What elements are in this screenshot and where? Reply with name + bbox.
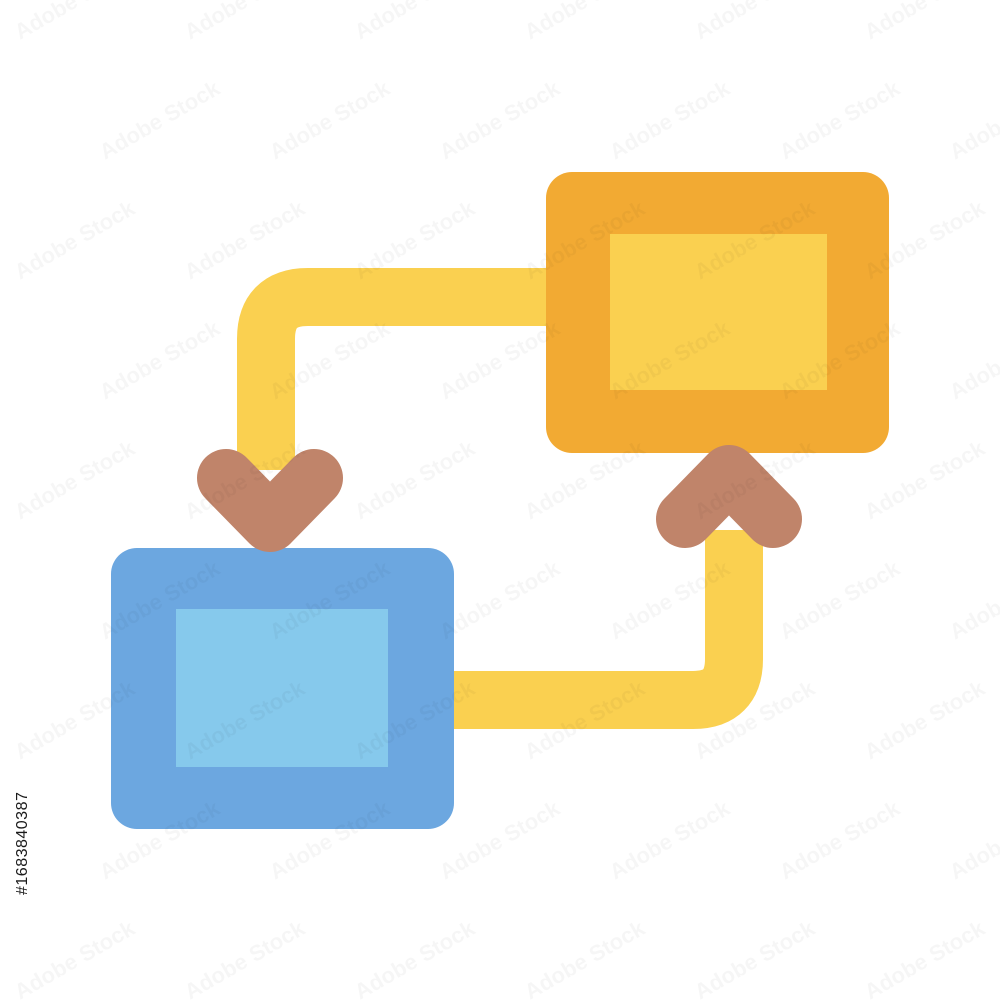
connector-path-top xyxy=(237,268,560,470)
orange-box-inner xyxy=(610,234,827,390)
blue-box-inner xyxy=(176,609,388,767)
stock-image-id: #1683840387 xyxy=(14,791,31,895)
arrow-up-icon xyxy=(656,445,802,548)
arrow-down-icon xyxy=(197,449,343,552)
connector-path-bottom xyxy=(440,530,763,729)
